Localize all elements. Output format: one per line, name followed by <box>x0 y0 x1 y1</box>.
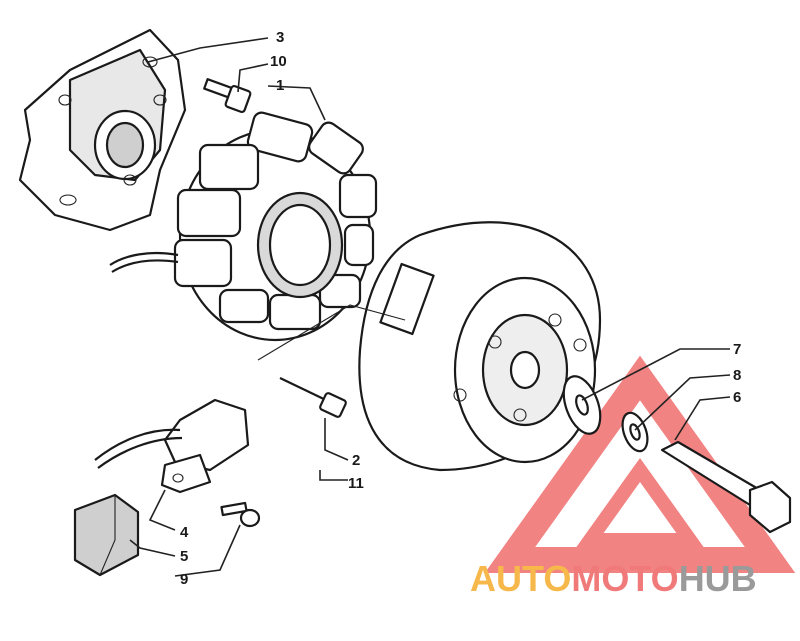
watermark-text-moto: MOTO <box>571 558 679 599</box>
callout-10: 10 <box>270 53 287 70</box>
pickup-sensor-part <box>94 398 261 528</box>
callout-6: 6 <box>733 389 741 406</box>
callout-4: 4 <box>180 524 189 541</box>
callout-9: 9 <box>180 571 188 588</box>
callout-labels: 3 10 1 7 8 6 2 11 4 5 9 <box>180 29 741 588</box>
callout-1: 1 <box>276 77 284 94</box>
callout-8: 8 <box>733 367 741 384</box>
stator-screw-part <box>203 78 252 114</box>
leader-lines <box>129 37 731 577</box>
callout-2: 2 <box>352 452 360 469</box>
automotohub-watermark: AUTOMOTOHUB <box>470 558 757 600</box>
callout-11: 11 <box>348 475 364 492</box>
callout-7: 7 <box>733 341 741 358</box>
stator-plate-part <box>18 28 187 232</box>
watermark-text-hub: HUB <box>678 558 757 599</box>
flywheel-nut-bolt-part <box>660 440 792 534</box>
grommet-part <box>73 493 140 577</box>
callout-5: 5 <box>180 548 188 565</box>
watermark-text-auto: AUTO <box>470 558 572 599</box>
flywheel-part <box>358 221 602 472</box>
lock-washer-part <box>621 411 649 453</box>
stator-coil-part <box>109 111 378 342</box>
flywheel-bolt-small-part <box>279 377 347 418</box>
washer-part <box>562 375 602 435</box>
callout-3: 3 <box>276 29 284 46</box>
